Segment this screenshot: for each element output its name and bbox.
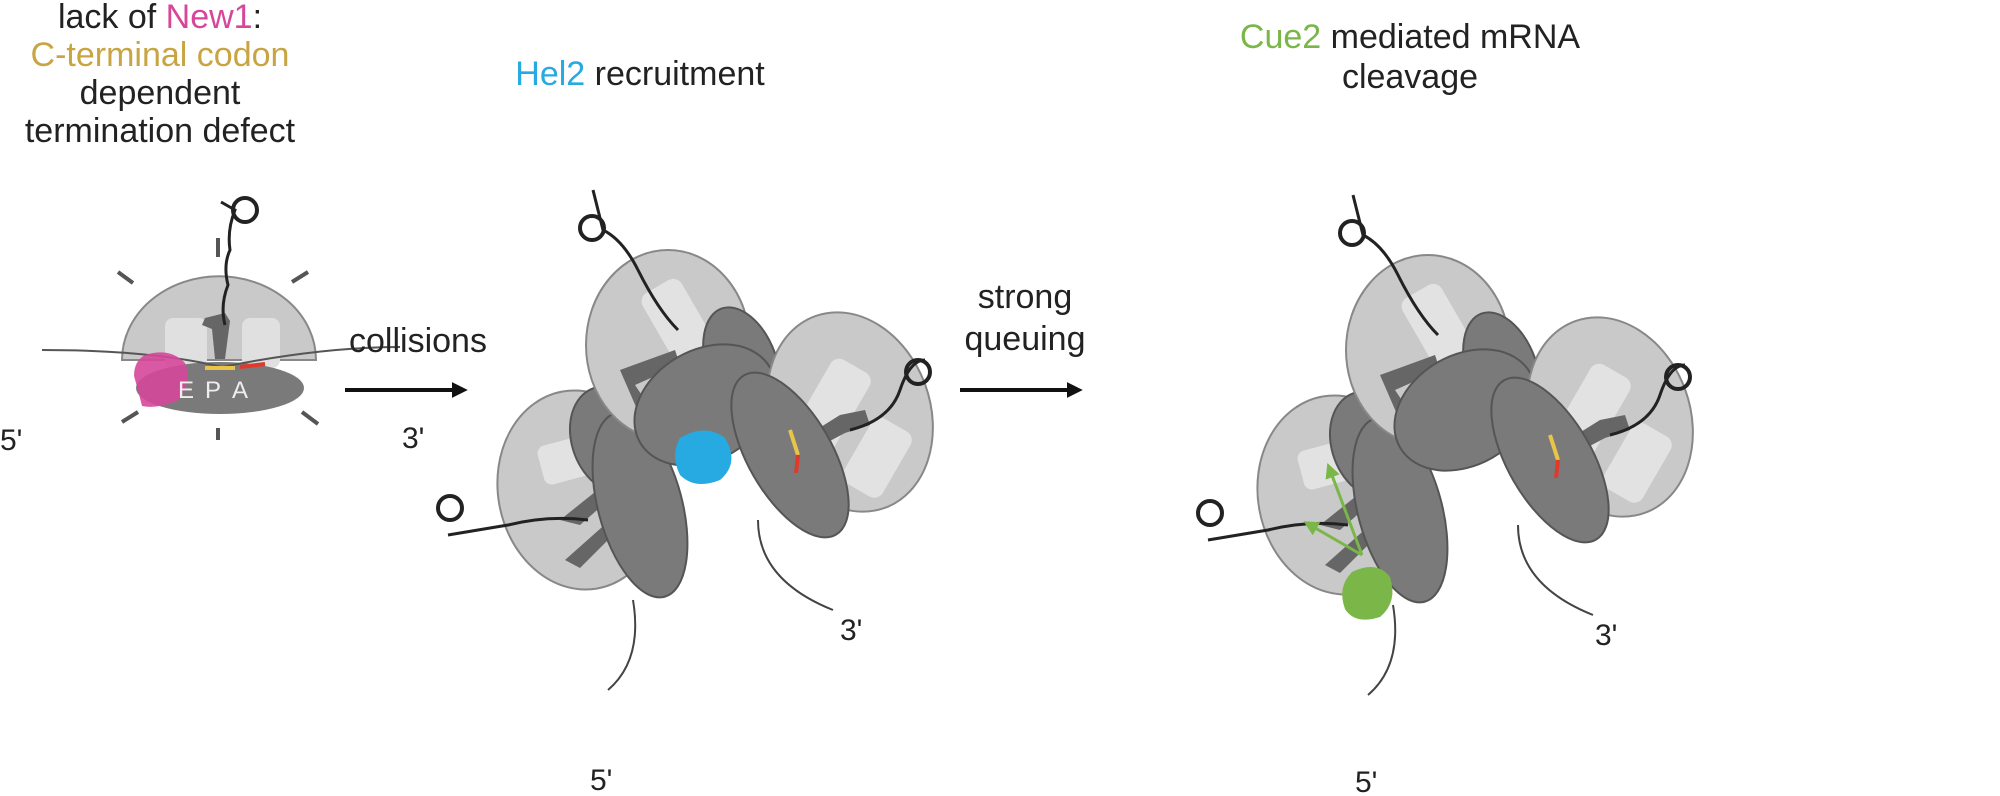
- panel2-title: Hel2 recruitment: [515, 55, 765, 93]
- site-e: E: [178, 377, 194, 404]
- cue2-protein: [1342, 567, 1393, 620]
- panel3-title-line1: Cue2 mediated mRNA: [1240, 18, 1580, 56]
- cue2-arrows: [1303, 462, 1364, 557]
- site-a: A: [232, 377, 248, 404]
- arrow2-label-line1: strong: [978, 278, 1073, 316]
- panel1-three-prime: 3': [402, 422, 424, 455]
- cleaved-ribosome-trimer: [1196, 193, 1723, 697]
- hel2-protein: [675, 430, 732, 484]
- arrow2-label-line2: queuing: [964, 320, 1085, 358]
- panel3-title-line2: cleavage: [1342, 58, 1478, 96]
- panel1-five-prime: 5': [0, 424, 22, 457]
- panel2-three-prime: 3': [840, 614, 862, 647]
- site-p: P: [205, 377, 221, 404]
- panel1-title-line3: dependent: [80, 74, 241, 112]
- panel1-title-line4: termination defect: [25, 112, 296, 150]
- panel3-three-prime: 3': [1595, 619, 1617, 652]
- stalled-ribosome: E P A: [41, 196, 401, 440]
- panel1-title-line1: lack of New1:: [58, 0, 262, 36]
- panel3-five-prime: 5': [1355, 766, 1377, 796]
- stress-rays: [116, 238, 320, 440]
- panel2-five-prime: 5': [590, 764, 612, 796]
- new1-protein: [134, 352, 188, 407]
- arrow1-label: collisions: [349, 322, 487, 360]
- panel1-title-line2: C-terminal codon: [31, 36, 290, 74]
